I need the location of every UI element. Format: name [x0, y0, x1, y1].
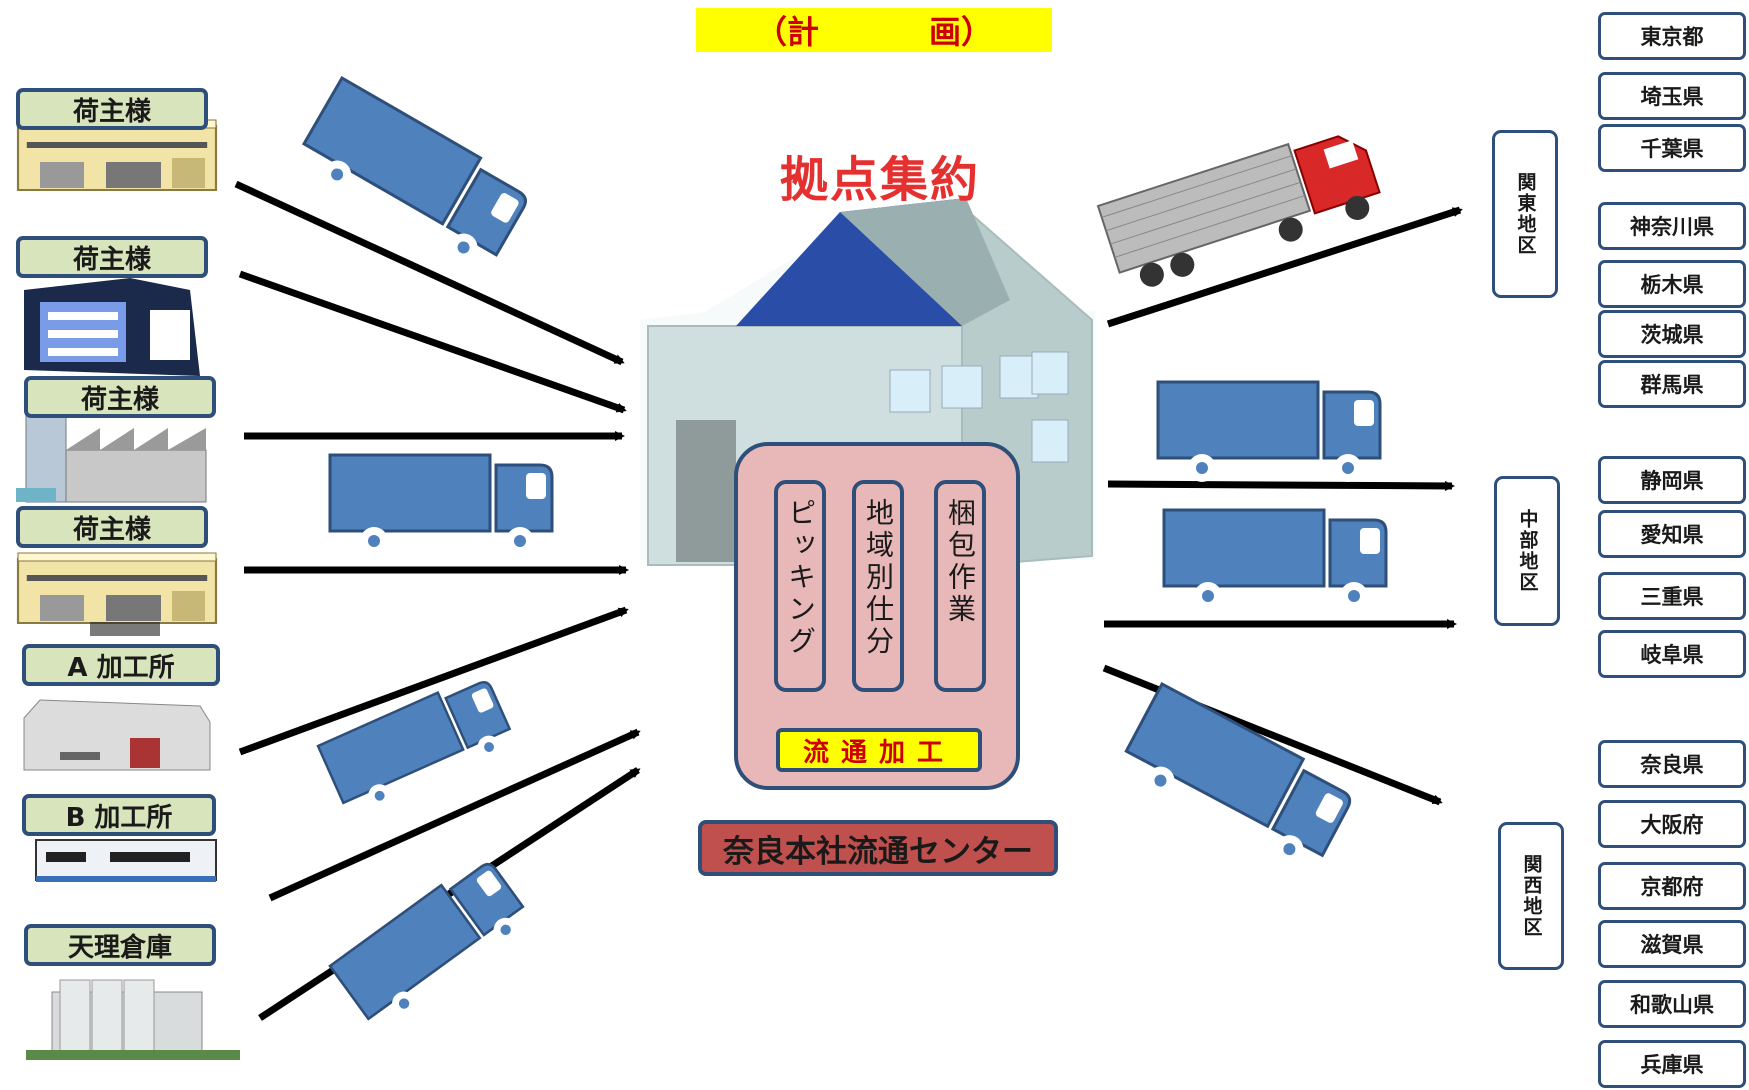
trailer-truck-red [1096, 135, 1381, 287]
pref-tokyo: 東京都 [1598, 12, 1746, 60]
pref-ibaraki: 茨城県 [1598, 310, 1746, 358]
plan-banner-left: （計 [754, 13, 819, 51]
pref-mie: 三重県 [1598, 572, 1746, 620]
processing-plant-b-illustration [35, 839, 217, 882]
pref-saitama: 埼玉県 [1598, 72, 1746, 120]
source-label-tenri: 天理倉庫 [24, 924, 216, 966]
distribution-process-box: ピッキング 地域別仕分 梱包作業 流通加工 [734, 442, 1020, 790]
pref-wakayama: 和歌山県 [1598, 980, 1746, 1028]
process-packing: 梱包作業 [934, 480, 986, 692]
truck-inbound-4 [328, 852, 537, 1037]
truck-inbound-1 [290, 76, 536, 278]
source-label-plant-b: B 加工所 [22, 794, 216, 836]
source-label-shipper-4: 荷主様 [16, 506, 208, 548]
plan-banner-right: 画） [929, 13, 994, 51]
source-label-shipper-3: 荷主様 [24, 376, 216, 418]
pref-chiba: 千葉県 [1598, 124, 1746, 172]
pref-shizuoka: 静岡県 [1598, 456, 1746, 504]
shipper-warehouse-2-illustration [16, 551, 218, 636]
source-label-plant-a: A 加工所 [22, 644, 220, 686]
inbound-arrows [234, 180, 641, 1021]
shipper-warehouse-1-illustration [16, 118, 218, 192]
plan-banner: （計 画） [696, 8, 1052, 52]
source-label-shipper-1: 荷主様 [16, 88, 208, 130]
pref-hyogo: 兵庫県 [1598, 1040, 1746, 1088]
distribution-processing-label: 流通加工 [776, 728, 982, 772]
source-label-shipper-2: 荷主様 [16, 236, 208, 278]
truck-outbound-3 [1113, 682, 1360, 879]
truck-outbound-1 [1156, 380, 1382, 484]
pref-nara: 奈良県 [1598, 740, 1746, 788]
pref-osaka: 大阪府 [1598, 800, 1746, 848]
pref-kanagawa: 神奈川県 [1598, 202, 1746, 250]
processing-plant-a-illustration [23, 699, 211, 771]
pref-kyoto: 京都府 [1598, 862, 1746, 910]
hub-title: 拠点集約 [779, 152, 980, 208]
center-name-label: 奈良本社流通センター [698, 820, 1058, 876]
pref-tochigi: 栃木県 [1598, 260, 1746, 308]
truck-inbound-2 [328, 453, 554, 557]
process-regional-sorting: 地域別仕分 [852, 480, 904, 692]
pref-shiga: 滋賀県 [1598, 920, 1746, 968]
region-chubu: 中部地区 [1494, 476, 1560, 626]
region-kansai: 関西地区 [1498, 822, 1564, 970]
tenri-warehouse-illustration [26, 979, 240, 1060]
pref-aichi: 愛知県 [1598, 510, 1746, 558]
shipper-office-illustration [24, 278, 200, 376]
process-picking: ピッキング [774, 480, 826, 692]
truck-outbound-2 [1162, 508, 1388, 612]
pref-gunma: 群馬県 [1598, 360, 1746, 408]
pref-gifu: 岐阜県 [1598, 630, 1746, 678]
region-kanto: 関東地区 [1492, 130, 1558, 298]
shipper-factory-illustration [16, 409, 207, 503]
